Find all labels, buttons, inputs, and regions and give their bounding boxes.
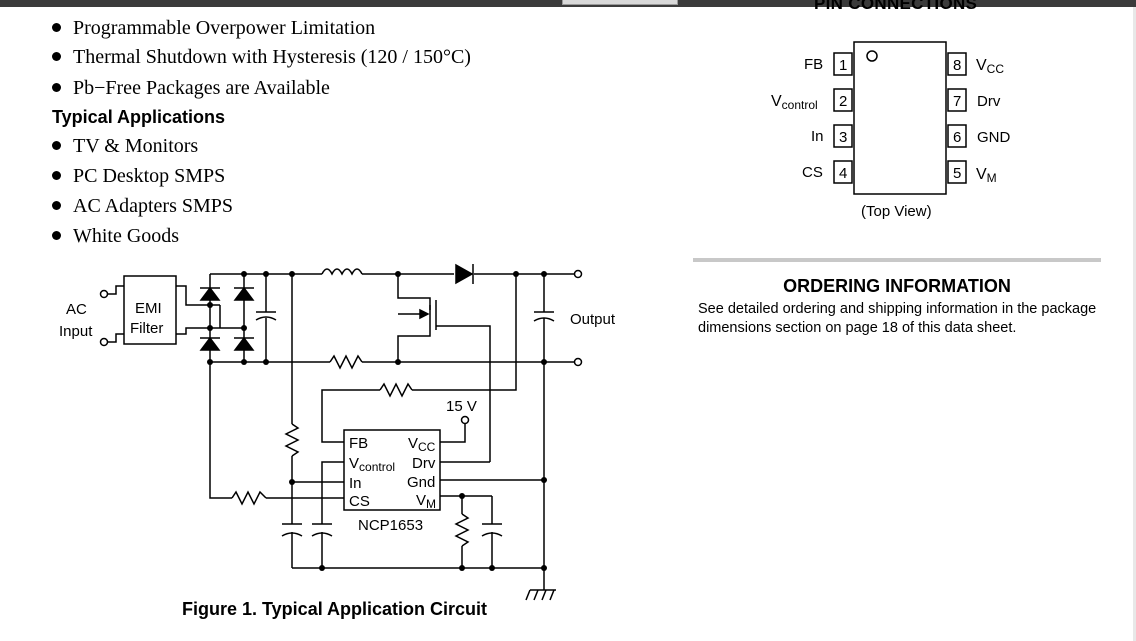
bullet-icon [52, 171, 61, 180]
pin-name-vcc: VCC [976, 57, 1004, 76]
top-view-label: (Top View) [861, 203, 932, 220]
pin-name-drv: Drv [977, 93, 1001, 110]
feature-text: Thermal Shutdown with Hysteresis (120 / … [73, 46, 471, 68]
ic-pin-in: In [349, 475, 362, 492]
pin-number-8: 8 [953, 57, 961, 74]
soic8-package-diagram [833, 41, 967, 195]
feature-text: Programmable Overpower Limitation [73, 17, 376, 39]
boost-diode-icon [455, 263, 474, 285]
feature-item: Thermal Shutdown with Hysteresis (120 / … [52, 45, 471, 69]
ac-terminal-bottom [99, 337, 109, 347]
ic-pin-cs: CS [349, 493, 370, 510]
application-text: White Goods [73, 225, 180, 247]
ic-pin-fb: FB [349, 435, 368, 452]
bullet-icon [52, 52, 61, 61]
ic-pin-vcontrol: Vcontrol [349, 455, 395, 474]
bullet-icon [52, 231, 61, 240]
pin-number-1: 1 [839, 57, 847, 74]
pin-number-3: 3 [839, 129, 847, 146]
application-text: AC Adapters SMPS [73, 195, 234, 217]
bridge-diode-icon [199, 336, 221, 351]
bridge-diode-icon [199, 286, 221, 301]
mosfet-arrow-icon [419, 308, 430, 320]
application-text: PC Desktop SMPS [73, 165, 226, 187]
pin-name-cs: CS [802, 164, 823, 181]
pin-number-4: 4 [839, 165, 847, 182]
pin-number-5: 5 [953, 165, 961, 182]
application-item: White Goods [52, 224, 179, 248]
pin-connections-title: PIN CONNECTIONS [814, 0, 978, 13]
bullet-icon [52, 23, 61, 32]
emi-label: EMI [135, 300, 162, 317]
bridge-diode-icon [233, 286, 255, 301]
ic-pin-gnd: Gnd [407, 474, 435, 491]
feature-item: Pb−Free Packages are Available [52, 76, 330, 100]
output-label: Output [570, 311, 616, 328]
ordering-text: See detailed ordering and shipping infor… [698, 301, 1097, 336]
scrollbar-track[interactable] [1133, 7, 1136, 641]
pin-name-vm: VM [976, 166, 997, 185]
section-heading: Typical Applications [52, 107, 226, 127]
application-item: TV & Monitors [52, 134, 198, 158]
top-tab[interactable] [562, 0, 678, 5]
pin-number-6: 6 [953, 129, 961, 146]
filter-label: Filter [130, 320, 163, 337]
pin-number-7: 7 [953, 93, 961, 110]
feature-text: Pb−Free Packages are Available [73, 77, 330, 99]
window-top-bar [0, 0, 1136, 7]
application-item: AC Adapters SMPS [52, 194, 233, 218]
application-text: TV & Monitors [73, 135, 199, 157]
bridge-diode-icon [233, 336, 255, 351]
pin-number-2: 2 [839, 93, 847, 110]
pin-name-fb: FB [804, 56, 823, 73]
application-item: PC Desktop SMPS [52, 164, 225, 188]
section-divider [693, 258, 1101, 262]
pin-name-vcontrol: Vcontrol [771, 93, 818, 112]
ac-terminal-top [99, 289, 109, 299]
bullet-icon [52, 201, 61, 210]
supply-label: 15 V [446, 398, 477, 415]
ic-pin-vcc: VCC [408, 435, 436, 454]
ordering-title: ORDERING INFORMATION [783, 276, 1011, 296]
bullet-icon [52, 141, 61, 150]
emi-filter-box [123, 275, 177, 345]
bullet-icon [52, 83, 61, 92]
ic-pin-vm: VM [416, 492, 436, 511]
ic-pin-drv: Drv [412, 455, 436, 472]
ac-label: AC [66, 301, 87, 318]
ic-name: NCP1653 [358, 517, 423, 534]
feature-item: Programmable Overpower Limitation [52, 16, 375, 40]
pin-name-in: In [811, 128, 824, 145]
input-label: Input [59, 323, 93, 340]
figure-caption: Figure 1. Typical Application Circuit [182, 599, 488, 619]
ncp1653-ic-box [343, 429, 441, 511]
pin-name-gnd: GND [977, 129, 1011, 146]
